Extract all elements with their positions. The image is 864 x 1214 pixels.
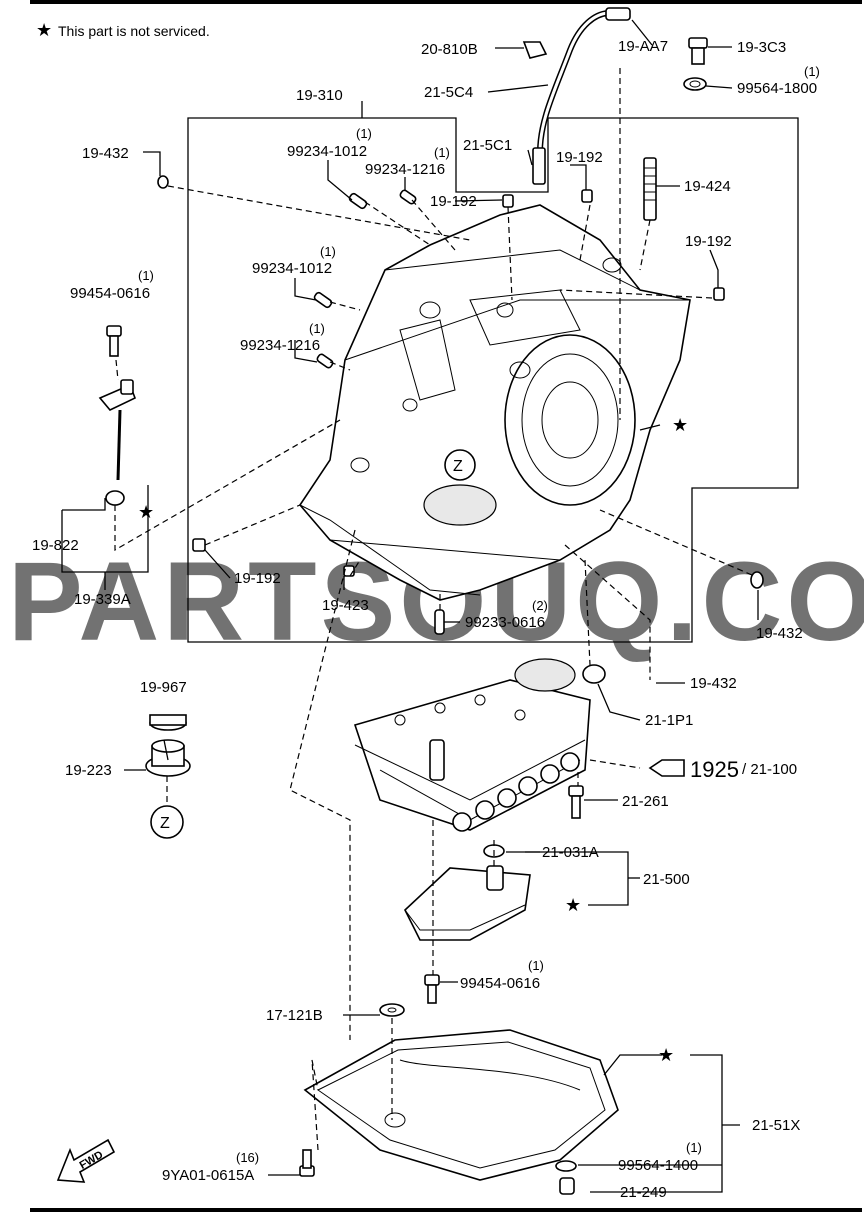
- plug-19-192-right: [713, 287, 725, 301]
- drain-plug-21-249: [559, 1177, 575, 1195]
- seal-21-1p1: [582, 664, 606, 684]
- label-19-424: 19-424: [684, 178, 731, 195]
- label-19-339a: 19-339A: [74, 591, 131, 608]
- star-strainer: ★: [565, 895, 581, 915]
- label-21-1p1: 21-1P1: [645, 712, 693, 729]
- star-case: ★: [672, 415, 688, 435]
- top-rule: [30, 0, 862, 4]
- label-99564-1800: 99564-1800: [737, 80, 817, 97]
- qty-99234-1012-b: (1): [320, 244, 336, 259]
- label-19-192-left: 19-192: [234, 570, 281, 587]
- clamp-19-967: [149, 714, 187, 731]
- label-19-310: 19-310: [296, 87, 343, 104]
- label-99234-1012-a: 99234-1012: [287, 143, 367, 160]
- bottom-rule: [30, 1208, 862, 1212]
- label-9ya01-0615a: 9YA01-0615A: [162, 1167, 254, 1184]
- oring-19-822: [105, 490, 125, 506]
- label-99454-0616-low: 99454-0616: [460, 975, 540, 992]
- label-21-100: / 21-100: [742, 761, 797, 778]
- bolt-21-261: [568, 785, 584, 819]
- washer-99564-1800: [683, 77, 707, 91]
- qty-99234-1216-a: (1): [434, 145, 450, 160]
- bolt-99454-0616-top: [106, 325, 122, 357]
- label-19-822: 19-822: [32, 537, 79, 554]
- label-21-500: 21-500: [643, 871, 690, 888]
- transmission-case[interactable]: [298, 204, 691, 601]
- label-19-aa7: 19-AA7: [618, 38, 668, 55]
- label-20-810b: 20-810B: [421, 41, 478, 58]
- label-19-192-top: 19-192: [430, 193, 477, 210]
- breather-pipe-21-5c4: [537, 10, 609, 153]
- label-17-121b: 17-121B: [266, 1007, 323, 1024]
- fwd-label: FWD: [78, 1149, 106, 1172]
- oil-strainer-21-500[interactable]: [404, 865, 531, 941]
- pin-99233-0616: [434, 609, 445, 635]
- label-19-967: 19-967: [140, 679, 187, 696]
- plug-19-3c3: [688, 37, 708, 65]
- qty-9ya01-0615a: (16): [236, 1150, 259, 1165]
- star-oil-pan: ★: [658, 1045, 674, 1065]
- label-19-3c3: 19-3C3: [737, 39, 786, 56]
- label-19-192-right: 19-192: [685, 233, 732, 250]
- label-19-432-right: 19-432: [756, 625, 803, 642]
- qty-99564-1400: (1): [686, 1140, 702, 1155]
- not-serviced-star: ★: [36, 20, 52, 40]
- clip-20-810b: [522, 41, 548, 59]
- stud-19-424: [643, 157, 657, 221]
- qty-99234-1216-b: (1): [309, 321, 325, 336]
- label-19-423: 19-423: [322, 597, 369, 614]
- control-valve-body[interactable]: [353, 658, 591, 832]
- label-1925: 1925: [690, 757, 739, 782]
- fwd-arrow-icon: [56, 1138, 116, 1183]
- bolt-9ya01-0615a: [299, 1149, 315, 1177]
- pointing-hand-icon: [648, 759, 685, 777]
- bolt-99454-0616-low: [424, 974, 440, 1004]
- hose-21-5c1: [532, 147, 546, 185]
- plug-19-192-left: [192, 538, 206, 552]
- qty-99234-1012-a: (1): [356, 126, 372, 141]
- dowel-pin-1012-b: [313, 291, 333, 309]
- label-21-031a: 21-031A: [542, 844, 599, 861]
- z-marker-bottom: Z: [160, 815, 170, 832]
- oring-19-432-right: [750, 571, 764, 589]
- tube-19-223: [145, 739, 191, 777]
- label-19-432-top: 19-432: [82, 145, 129, 162]
- oring-19-432-top: [157, 175, 169, 189]
- qty-99454-0616-low: (1): [528, 958, 544, 973]
- label-21-261: 21-261: [622, 793, 669, 810]
- dowel-pin-1012-a: [348, 192, 368, 210]
- label-21-5c1: 21-5C1: [463, 137, 512, 154]
- z-marker-top: Z: [453, 458, 463, 475]
- label-21-5c4: 21-5C4: [424, 84, 473, 101]
- label-99234-1012-b: 99234-1012: [252, 260, 332, 277]
- label-19-192-mid: 19-192: [556, 149, 603, 166]
- not-serviced-note: This part is not serviced.: [58, 23, 210, 39]
- dipstick-19-339a[interactable]: [98, 379, 137, 481]
- case-group-frame: [187, 117, 799, 643]
- plug-19-192-mid: [581, 189, 593, 203]
- label-99234-1216-a: 99234-1216: [365, 161, 445, 178]
- dowel-pin-1216-b: [316, 353, 334, 369]
- qty-99454-0616-top: (1): [138, 268, 154, 283]
- label-19-432-lower: 19-432: [690, 675, 737, 692]
- label-21-51x: 21-51X: [752, 1117, 800, 1134]
- label-21-249: 21-249: [620, 1184, 667, 1201]
- z-marker-bottom-circle: [150, 805, 184, 839]
- label-99234-1216-b: 99234-1216: [240, 337, 320, 354]
- oil-pan-21-51x[interactable]: [303, 1029, 619, 1181]
- washer-17-121b: [379, 1003, 405, 1017]
- label-99454-0616-top: 99454-0616: [70, 285, 150, 302]
- label-99564-1400: 99564-1400: [618, 1157, 698, 1174]
- washer-99564-1400: [555, 1160, 577, 1172]
- star-dipstick: ★: [138, 502, 154, 522]
- plug-19-192-top: [502, 194, 514, 208]
- breather-19-aa7: [605, 7, 631, 21]
- qty-99233-0616: (2): [532, 598, 548, 613]
- label-19-223: 19-223: [65, 762, 112, 779]
- label-99233-0616: 99233-0616: [465, 614, 545, 631]
- qty-99564-1800: (1): [804, 64, 820, 79]
